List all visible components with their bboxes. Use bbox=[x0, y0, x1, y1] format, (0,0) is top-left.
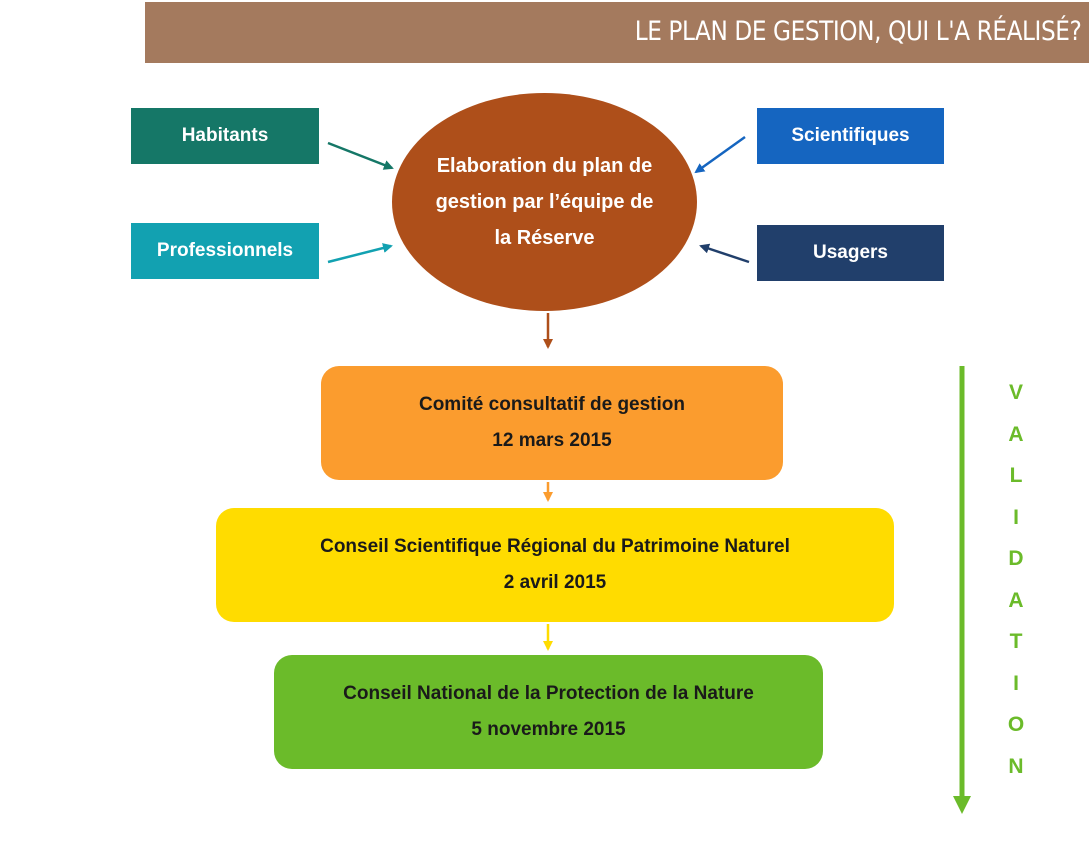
validation-label: V A L I D A T I O N bbox=[1003, 378, 1029, 793]
stage-conseil-national: Conseil National de la Protection de la … bbox=[274, 655, 823, 769]
input-label: Usagers bbox=[813, 242, 888, 263]
input-box-habitants: Habitants bbox=[131, 108, 319, 164]
elaboration-line: Elaboration du plan de bbox=[436, 155, 653, 177]
stage-date: 5 novembre 2015 bbox=[471, 719, 626, 740]
validation-letter: A bbox=[1008, 422, 1024, 446]
input-label: Professionnels bbox=[156, 240, 294, 261]
validation-letter: A bbox=[1008, 588, 1024, 612]
validation-letter: O bbox=[1007, 713, 1025, 736]
arrow-professionnels bbox=[327, 243, 393, 264]
stage-date: 2 avril 2015 bbox=[503, 572, 607, 593]
stage-title: Conseil National de la Protection de la … bbox=[343, 683, 754, 704]
input-label: Scientifiques bbox=[791, 125, 910, 146]
stage-title: Comité consultatif de gestion bbox=[418, 394, 686, 415]
validation-letter: I bbox=[1013, 671, 1019, 695]
arrow-scientifiques bbox=[694, 135, 746, 174]
arrow-usagers bbox=[699, 243, 750, 264]
stage-title: Conseil Scientifique Régional du Patrimo… bbox=[320, 536, 790, 557]
validation-letter: I bbox=[1013, 505, 1019, 529]
elaboration-line: la Réserve bbox=[494, 227, 595, 249]
page-title: LE PLAN DE GESTION, QUI L'A RÉALISÉ? bbox=[634, 16, 1081, 47]
input-box-professionnels: Professionnels bbox=[131, 223, 319, 279]
validation-letter: N bbox=[1008, 754, 1024, 778]
stage-date: 12 mars 2015 bbox=[492, 430, 612, 451]
stage-comite-consultatif: Comité consultatif de gestion 12 mars 20… bbox=[321, 366, 783, 480]
stage-conseil-scientifique: Conseil Scientifique Régional du Patrimo… bbox=[216, 508, 894, 622]
arrow-habitants bbox=[327, 141, 394, 170]
validation-letter: L bbox=[1009, 464, 1023, 487]
header-banner: LE PLAN DE GESTION, QUI L'A RÉALISÉ? bbox=[145, 2, 1089, 63]
elaboration-node: Elaboration du plan de gestion par l’équ… bbox=[392, 93, 697, 311]
elaboration-line: gestion par l’équipe de bbox=[435, 191, 654, 213]
validation-letter: T bbox=[1009, 630, 1023, 653]
input-box-scientifiques: Scientifiques bbox=[757, 108, 944, 164]
input-label: Habitants bbox=[181, 125, 269, 146]
input-box-usagers: Usagers bbox=[757, 225, 944, 281]
validation-letter: V bbox=[1008, 381, 1023, 404]
validation-letter: D bbox=[1008, 547, 1024, 570]
